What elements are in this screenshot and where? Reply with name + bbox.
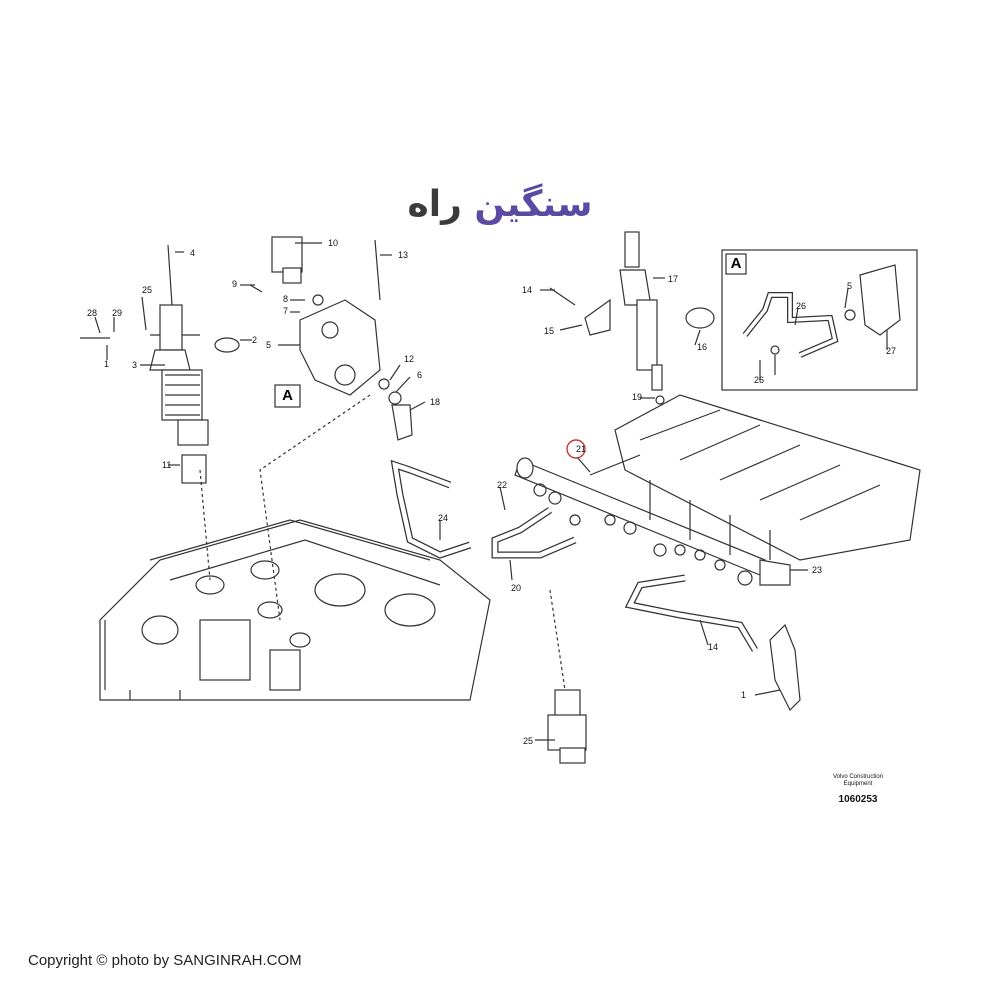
pipe-23-inner bbox=[626, 575, 757, 652]
part-label-11: 11 bbox=[162, 460, 171, 470]
pipe-24-inner bbox=[492, 508, 576, 558]
pipe-23 bbox=[624, 574, 759, 652]
part-label-18: 18 bbox=[430, 397, 440, 407]
detail-a-content bbox=[742, 264, 901, 358]
part-label-22: 22 bbox=[497, 480, 507, 490]
injector-lower bbox=[769, 623, 801, 712]
part-label-27: 27 bbox=[886, 346, 896, 356]
part-label-8: 8 bbox=[283, 294, 288, 304]
part-label-24: 24 bbox=[438, 513, 448, 523]
part-label-25: 25 bbox=[523, 736, 533, 746]
copyright-text: Copyright © photo by SANGINRAH.COM bbox=[28, 952, 302, 969]
pump-element bbox=[149, 304, 240, 484]
logo-part-b: راه bbox=[407, 184, 475, 225]
part-label-1: 1 bbox=[104, 359, 109, 369]
part-label-16: 16 bbox=[697, 342, 707, 352]
part-label-14: 14 bbox=[708, 642, 718, 652]
detail-box-a-label: A bbox=[730, 255, 742, 272]
part-label-5: 5 bbox=[266, 340, 271, 350]
part-label-26: 26 bbox=[796, 301, 806, 311]
pump-housing bbox=[80, 236, 413, 441]
part-label-20: 20 bbox=[511, 583, 521, 593]
part-label-7: 7 bbox=[283, 306, 288, 316]
pipe-22-inner bbox=[392, 461, 471, 558]
logo-part-a: سنگین bbox=[474, 184, 593, 225]
pump-unit-lower bbox=[547, 689, 587, 764]
detail-box-label-frame bbox=[725, 253, 747, 275]
part-label-17: 17 bbox=[668, 274, 678, 284]
part-label-4: 4 bbox=[190, 248, 195, 258]
org-line-2: Equipment bbox=[843, 781, 873, 787]
part-label-25: 25 bbox=[142, 285, 152, 295]
part-label-21: 21 bbox=[576, 444, 586, 454]
part-label-3: 3 bbox=[132, 360, 137, 370]
part-label-15: 15 bbox=[544, 326, 554, 336]
detail-box-a bbox=[721, 249, 918, 391]
part-label-2: 2 bbox=[252, 335, 257, 345]
part-label-28: 28 bbox=[87, 308, 97, 318]
part-label-6: 6 bbox=[417, 370, 422, 380]
injector-top bbox=[549, 231, 715, 405]
pipe-24 bbox=[491, 507, 577, 559]
org-line-1: Volvo Construction bbox=[832, 774, 884, 780]
highlight-circle-19 bbox=[566, 439, 586, 459]
cylinder-head bbox=[614, 394, 921, 561]
document-number: 1060253 bbox=[838, 794, 878, 805]
callout-box bbox=[274, 384, 301, 408]
callout-a-label: A bbox=[282, 387, 293, 404]
engine-block-left bbox=[99, 519, 491, 701]
part-label-19: 19 bbox=[632, 392, 642, 402]
fuel-rail bbox=[514, 457, 791, 586]
part-label-29: 29 bbox=[112, 308, 122, 318]
part-label-10: 10 bbox=[328, 238, 338, 248]
part-label-13: 13 bbox=[398, 250, 408, 260]
part-label-5: 5 bbox=[847, 281, 852, 291]
brand-logo: سنگین راه bbox=[400, 180, 600, 230]
part-label-14: 14 bbox=[522, 285, 532, 295]
part-label-26: 26 bbox=[754, 375, 764, 385]
part-label-9: 9 bbox=[232, 279, 237, 289]
part-label-23: 23 bbox=[812, 565, 822, 575]
part-label-1: 1 bbox=[741, 690, 746, 700]
part-label-12: 12 bbox=[404, 354, 414, 364]
document-id-block: Volvo Construction Equipment 1060253 bbox=[808, 774, 908, 805]
